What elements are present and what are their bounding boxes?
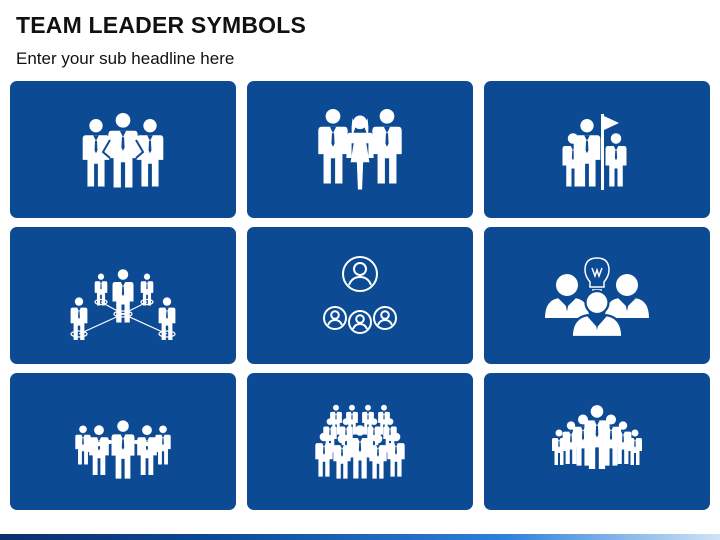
tile-large-team[interactable] [247,373,473,510]
business-team-icon [318,108,402,189]
tile-leader-embrace[interactable] [10,373,236,510]
leader-network-icon [70,268,176,340]
page-subtitle: Enter your sub headline here [16,49,235,68]
tile-three-businessmen[interactable] [10,81,236,218]
leader-flag-icon [562,113,627,190]
page-title: TEAM LEADER SYMBOLS [16,12,307,38]
leader-front-icon [552,404,642,469]
icon-grid [10,81,710,510]
leader-embrace-icon [75,419,171,479]
team-idea-icon [545,256,649,338]
tile-leader-network[interactable] [10,227,236,364]
leader-circles-icon [323,255,397,334]
tile-leader-flag[interactable] [484,81,710,218]
tile-leader-circles[interactable] [247,227,473,364]
tile-leader-front[interactable] [484,373,710,510]
tile-team-idea[interactable] [484,227,710,364]
large-team-icon [315,404,405,479]
three-businessmen-icon [82,112,164,187]
tile-business-team[interactable] [247,81,473,218]
footer-gradient-bar [0,534,720,540]
